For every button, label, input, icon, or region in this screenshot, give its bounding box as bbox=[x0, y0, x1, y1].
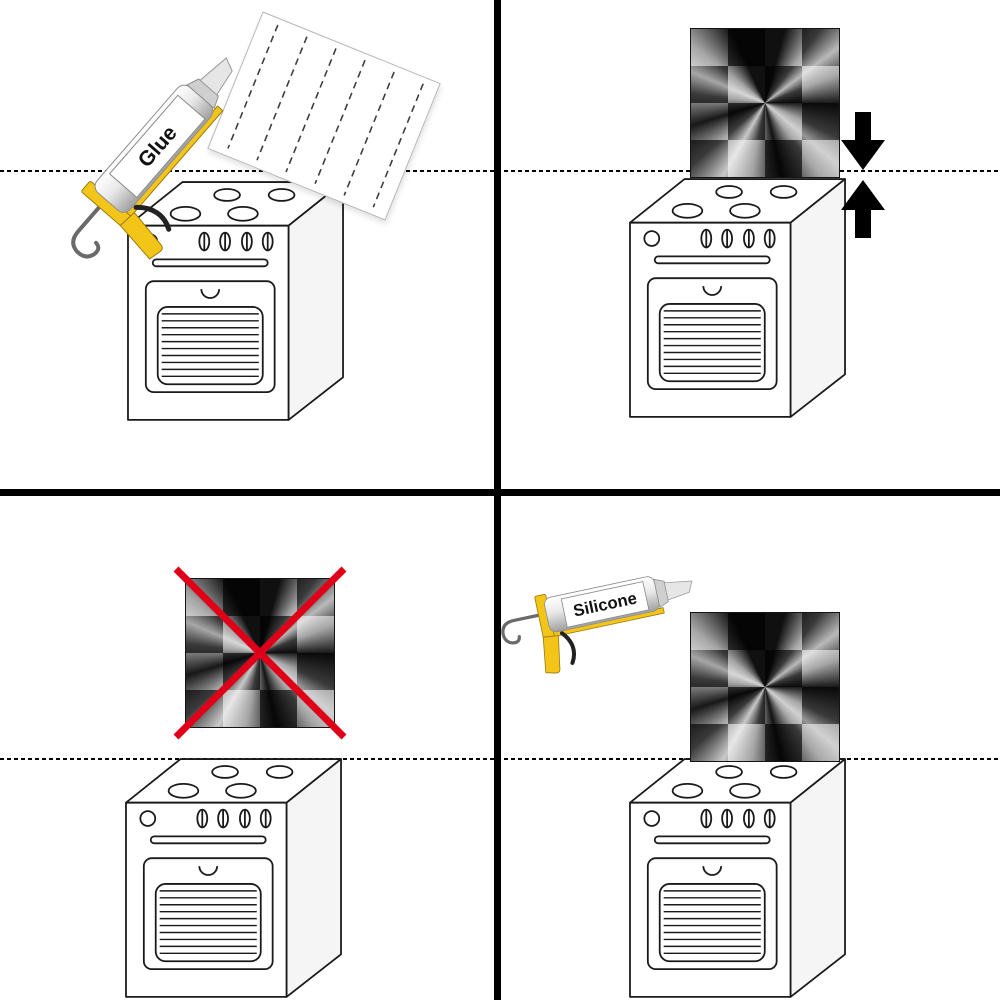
glue-pattern-sheet bbox=[207, 11, 441, 221]
glue-bead-lines-icon bbox=[227, 24, 424, 208]
stove-icon bbox=[125, 758, 342, 998]
quadrant-press-panel bbox=[500, 0, 1000, 500]
stove-icon bbox=[629, 758, 846, 998]
vertical-divider bbox=[494, 0, 501, 1000]
prohibition-cross-icon bbox=[173, 566, 347, 740]
quadrant-apply-silicone: Silicone bbox=[500, 500, 1000, 1000]
steel-panel-icon bbox=[690, 28, 840, 178]
steel-panel-icon bbox=[690, 612, 840, 762]
stove-icon bbox=[629, 178, 846, 418]
quadrant-apply-glue: Glue bbox=[0, 0, 500, 500]
quadrant-prohibited bbox=[0, 500, 500, 1000]
press-arrow-down-icon bbox=[841, 112, 885, 170]
caulk-gun-silicone-icon: Silicone bbox=[489, 554, 713, 686]
horizontal-divider bbox=[0, 489, 1000, 496]
caulk-gun-glue-icon: Glue bbox=[37, 29, 293, 300]
press-arrow-up-icon bbox=[841, 180, 885, 238]
